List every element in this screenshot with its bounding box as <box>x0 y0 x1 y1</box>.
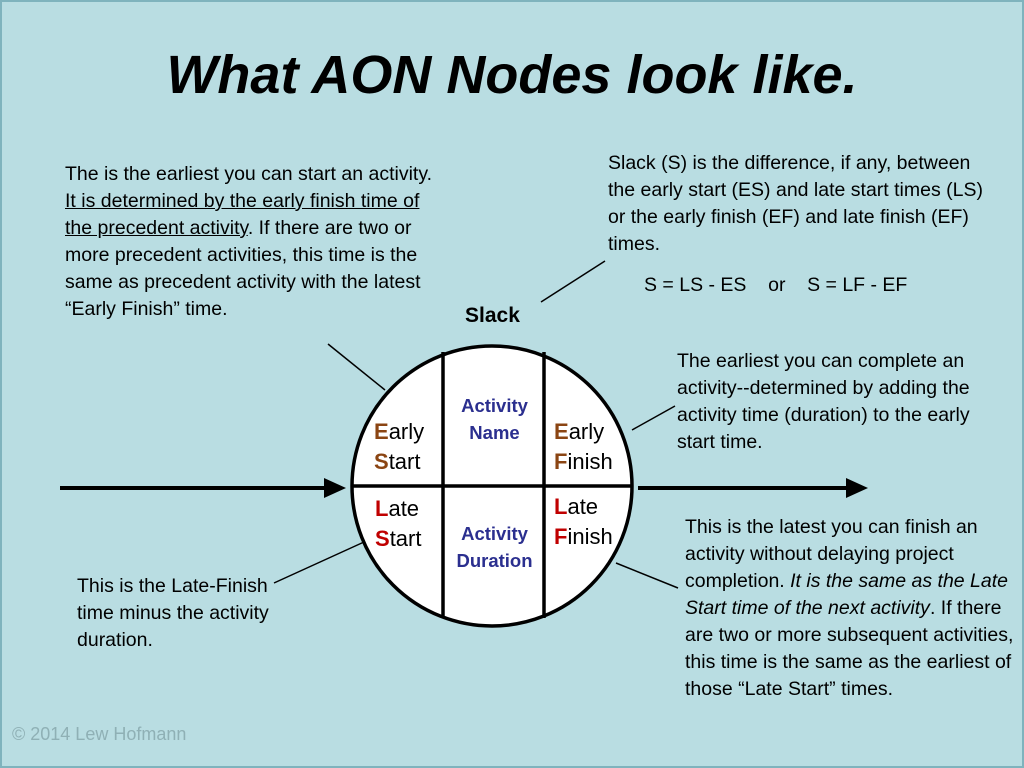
activity-name-line-2: Name <box>469 422 520 443</box>
early-start-cell: Early Start <box>374 417 424 477</box>
late-finish-note: This is the latest you can finish an act… <box>685 514 1015 703</box>
slack-formula: S = LS - ES or S = LF - EF <box>644 274 908 296</box>
early-start-note-text-end: . If there are two or more precedent act… <box>65 217 421 320</box>
early-start-initial-e: E <box>374 419 389 444</box>
slack-label: Slack <box>465 304 520 327</box>
early-start-note-underlined: It is determined by the early finish tim… <box>65 190 420 239</box>
late-finish-cell: Late Finish <box>554 492 613 552</box>
late-finish-initial-f: F <box>554 524 568 549</box>
late-finish-rest-1: ate <box>567 494 599 519</box>
early-finish-rest-1: arly <box>568 419 605 444</box>
activity-duration-line-1: Activity <box>461 523 528 544</box>
late-start-rest-1: ate <box>388 496 420 521</box>
leader-early-finish <box>631 405 676 431</box>
early-start-initial-s: S <box>374 449 389 474</box>
early-start-note: The is the earliest you can start an act… <box>65 161 440 323</box>
slide-title: What AON Nodes look like. <box>166 45 858 105</box>
activity-name-cell: Activity Name <box>445 392 544 446</box>
copyright: © 2014 Lew Hofmann <box>12 724 187 744</box>
late-finish-note-text: This is the latest you can finish an act… <box>685 516 978 592</box>
early-finish-initial-f: F <box>554 449 568 474</box>
late-finish-rest-2: inish <box>567 524 613 549</box>
early-finish-initial-e: E <box>554 419 569 444</box>
early-start-rest-1: arly <box>388 419 425 444</box>
late-start-cell: Late Start <box>375 494 421 554</box>
activity-duration-line-2: Duration <box>456 550 533 571</box>
late-start-note: This is the Late-Finish time minus the a… <box>77 575 269 651</box>
activity-name-line-1: Activity <box>461 395 528 416</box>
activity-duration-cell: Activity Duration <box>445 520 544 574</box>
late-start-rest-2: tart <box>389 526 422 551</box>
leader-late-finish <box>615 562 679 589</box>
leader-slack <box>540 260 606 303</box>
outgoing-arrowhead <box>846 478 868 498</box>
late-start-initial-s: S <box>375 526 390 551</box>
late-finish-note-italic: It is the same as the Late Start time of… <box>685 570 1009 619</box>
leader-late-start <box>273 541 365 584</box>
early-finish-note: The earliest you can complete an activit… <box>677 350 970 453</box>
late-finish-note-text-end: . If there are two or more subsequent ac… <box>685 597 1014 700</box>
slack-note: Slack (S) is the difference, if any, bet… <box>608 152 983 255</box>
leader-early-start <box>327 343 386 391</box>
early-finish-cell: Early Finish <box>554 417 613 477</box>
incoming-arrowhead <box>324 478 346 498</box>
early-finish-rest-2: inish <box>567 449 613 474</box>
late-finish-initial-l: L <box>554 494 568 519</box>
early-start-note-text: The is the earliest you can start an act… <box>65 163 433 185</box>
early-start-rest-2: tart <box>388 449 421 474</box>
late-start-initial-l: L <box>375 496 389 521</box>
